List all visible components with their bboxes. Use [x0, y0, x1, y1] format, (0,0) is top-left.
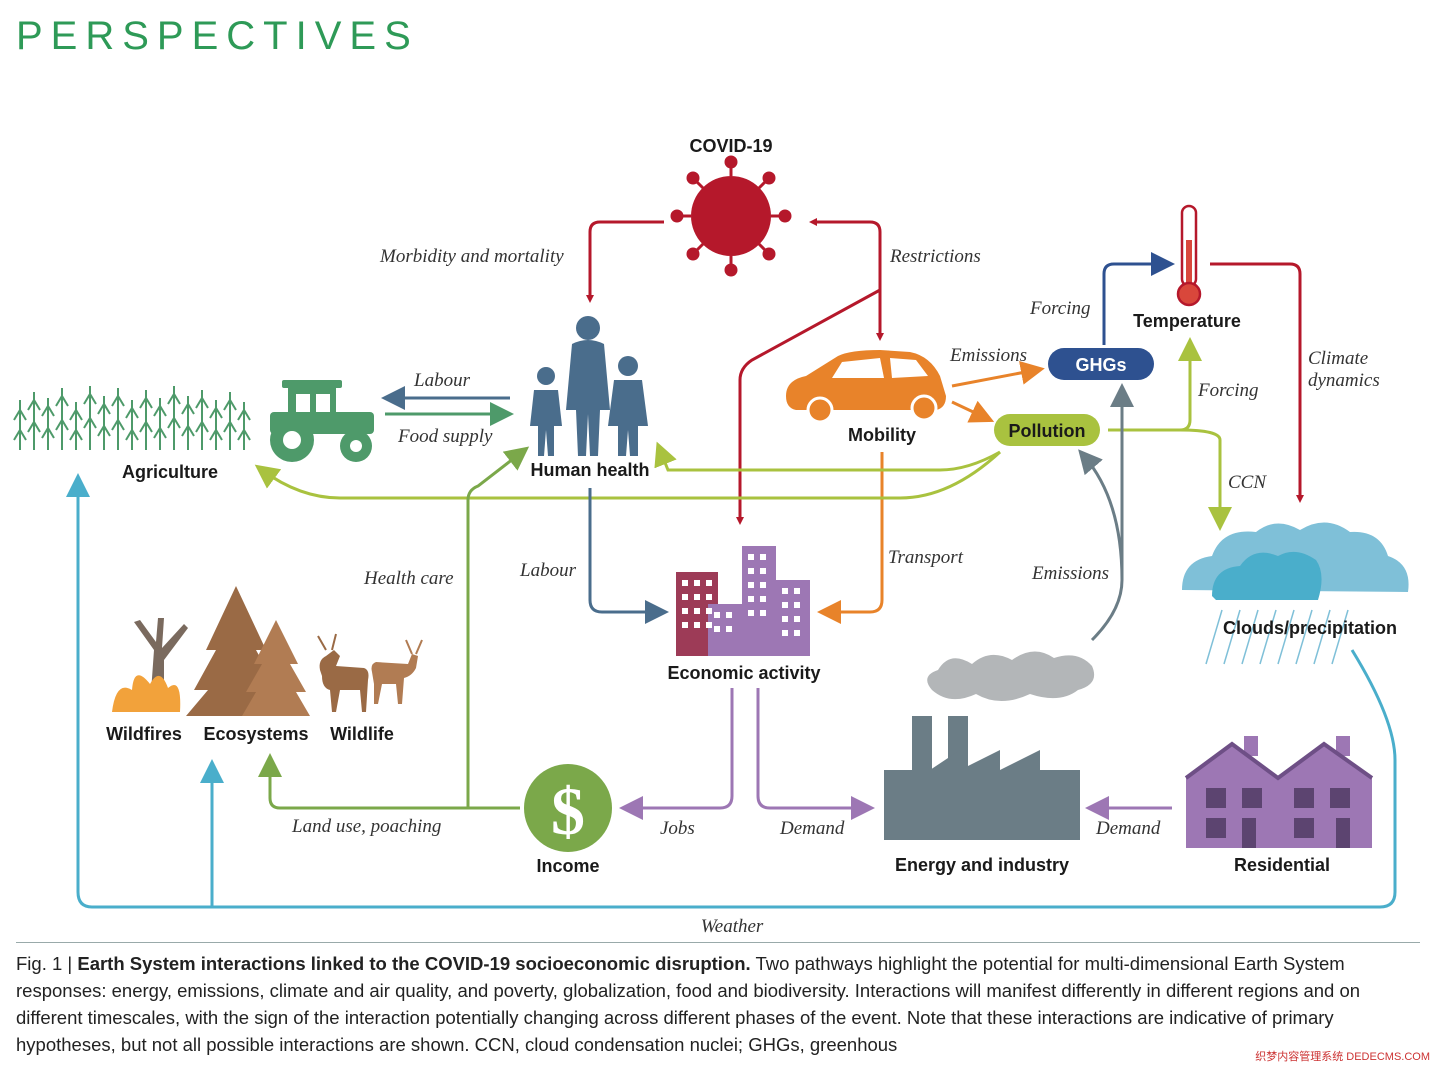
- arrow-demand-econ: [756, 688, 875, 820]
- tractor-icon: [270, 380, 374, 462]
- arrow-land-use: [258, 753, 520, 810]
- arrow-emissions-industry-pollution: [1078, 449, 1124, 642]
- caption-figno: Fig. 1 |: [16, 953, 73, 974]
- caption-body: Two pathways highlight the potential for…: [16, 953, 1361, 1055]
- node-residential: Residential: [1234, 855, 1330, 875]
- edge-demand-econ: Demand: [779, 818, 845, 839]
- node-agriculture: Agriculture: [122, 462, 218, 482]
- edge-transport: Transport: [888, 547, 964, 568]
- node-clouds: Clouds/precipitation: [1223, 618, 1397, 638]
- edge-climate-dynamics-1: Climate: [1308, 348, 1368, 369]
- crops-icon: [13, 386, 251, 450]
- arrow-pollution-health: [654, 441, 1001, 472]
- dollar-coin-icon: $: [524, 764, 612, 852]
- arrow-climate-dynamics: [1210, 262, 1304, 503]
- virus-icon: [670, 155, 792, 277]
- watermark: 织梦内容管理系统 DEDECMS.COM: [1253, 1048, 1432, 1064]
- node-wildlife: Wildlife: [330, 724, 394, 744]
- caption-rule: [16, 942, 1420, 943]
- family-icon: [530, 316, 648, 456]
- edge-restrictions: Restrictions: [889, 246, 981, 267]
- arrow-labour-econ: [588, 488, 669, 624]
- node-human-health: Human health: [530, 460, 649, 480]
- arrow-morbidity: [586, 220, 664, 303]
- arrow-health-care: [466, 446, 530, 808]
- arrow-forcing-ghg: [1102, 252, 1175, 345]
- car-icon: [786, 350, 946, 424]
- deer-icon: [317, 633, 423, 712]
- section-header: PERSPECTIVES: [16, 14, 419, 58]
- houses-icon: [1184, 736, 1374, 848]
- edge-labour-econ: Labour: [519, 560, 577, 581]
- arrow-emissions-car: [951, 361, 1045, 388]
- burnt-tree-icon: [112, 618, 188, 712]
- arrow-transport: [817, 452, 884, 624]
- arrow-ccn: [1179, 428, 1232, 531]
- node-mobility: Mobility: [848, 425, 916, 445]
- node-income: Income: [536, 856, 599, 876]
- node-pollution: Pollution: [1009, 421, 1086, 441]
- edge-emissions-industry: Emissions: [1031, 563, 1109, 584]
- node-economic: Economic activity: [667, 663, 820, 683]
- edge-health-care: Health care: [363, 568, 454, 589]
- node-energy: Energy and industry: [895, 855, 1069, 875]
- arrow-pollution-agri: [254, 450, 1002, 500]
- node-ghgs: GHGs: [1075, 355, 1126, 375]
- arrow-car-pollution: [951, 400, 995, 423]
- node-covid: COVID-19: [689, 136, 772, 156]
- edge-morbidity: Morbidity and mortality: [379, 246, 564, 267]
- factory-icon: [884, 651, 1095, 840]
- cloud-icon: [1182, 522, 1409, 665]
- edge-jobs: Jobs: [660, 818, 695, 839]
- edge-land-use: Land use, poaching: [291, 816, 441, 837]
- trees-icon: [186, 586, 310, 716]
- thermometer-icon: [1176, 204, 1202, 307]
- node-temperature: Temperature: [1133, 311, 1241, 331]
- node-ecosystems: Ecosystems: [203, 724, 308, 744]
- edge-labour-top: Labour: [413, 370, 471, 391]
- node-wildfires: Wildfires: [106, 724, 182, 744]
- earth-system-diagram: $ COVID-19 Human health Agriculture Mobi…: [13, 136, 1409, 937]
- pollution-pill: [994, 414, 1100, 446]
- edge-weather: Weather: [701, 916, 764, 937]
- edge-ccn: CCN: [1228, 472, 1267, 493]
- edge-food-supply: Food supply: [397, 426, 493, 447]
- edge-emissions-car: Emissions: [949, 345, 1027, 366]
- buildings-icon: [676, 546, 810, 656]
- svg-text:$: $: [551, 773, 585, 849]
- edge-forcing-ghg: Forcing: [1029, 298, 1091, 319]
- figure-caption: Fig. 1 | Earth System interactions linke…: [16, 950, 1416, 1058]
- arrow-restrictions-economic: [736, 288, 881, 525]
- edge-forcing-pollution: Forcing: [1197, 380, 1259, 401]
- arrow-jobs: [619, 688, 734, 820]
- edge-climate-dynamics-2: dynamics: [1308, 370, 1380, 391]
- caption-title: Earth System interactions linked to the …: [77, 953, 751, 974]
- arrow-weather: [66, 473, 1397, 909]
- arrow-restrictions-head: [809, 218, 882, 290]
- edge-demand-res: Demand: [1095, 818, 1161, 839]
- ghgs-pill: [1048, 348, 1154, 380]
